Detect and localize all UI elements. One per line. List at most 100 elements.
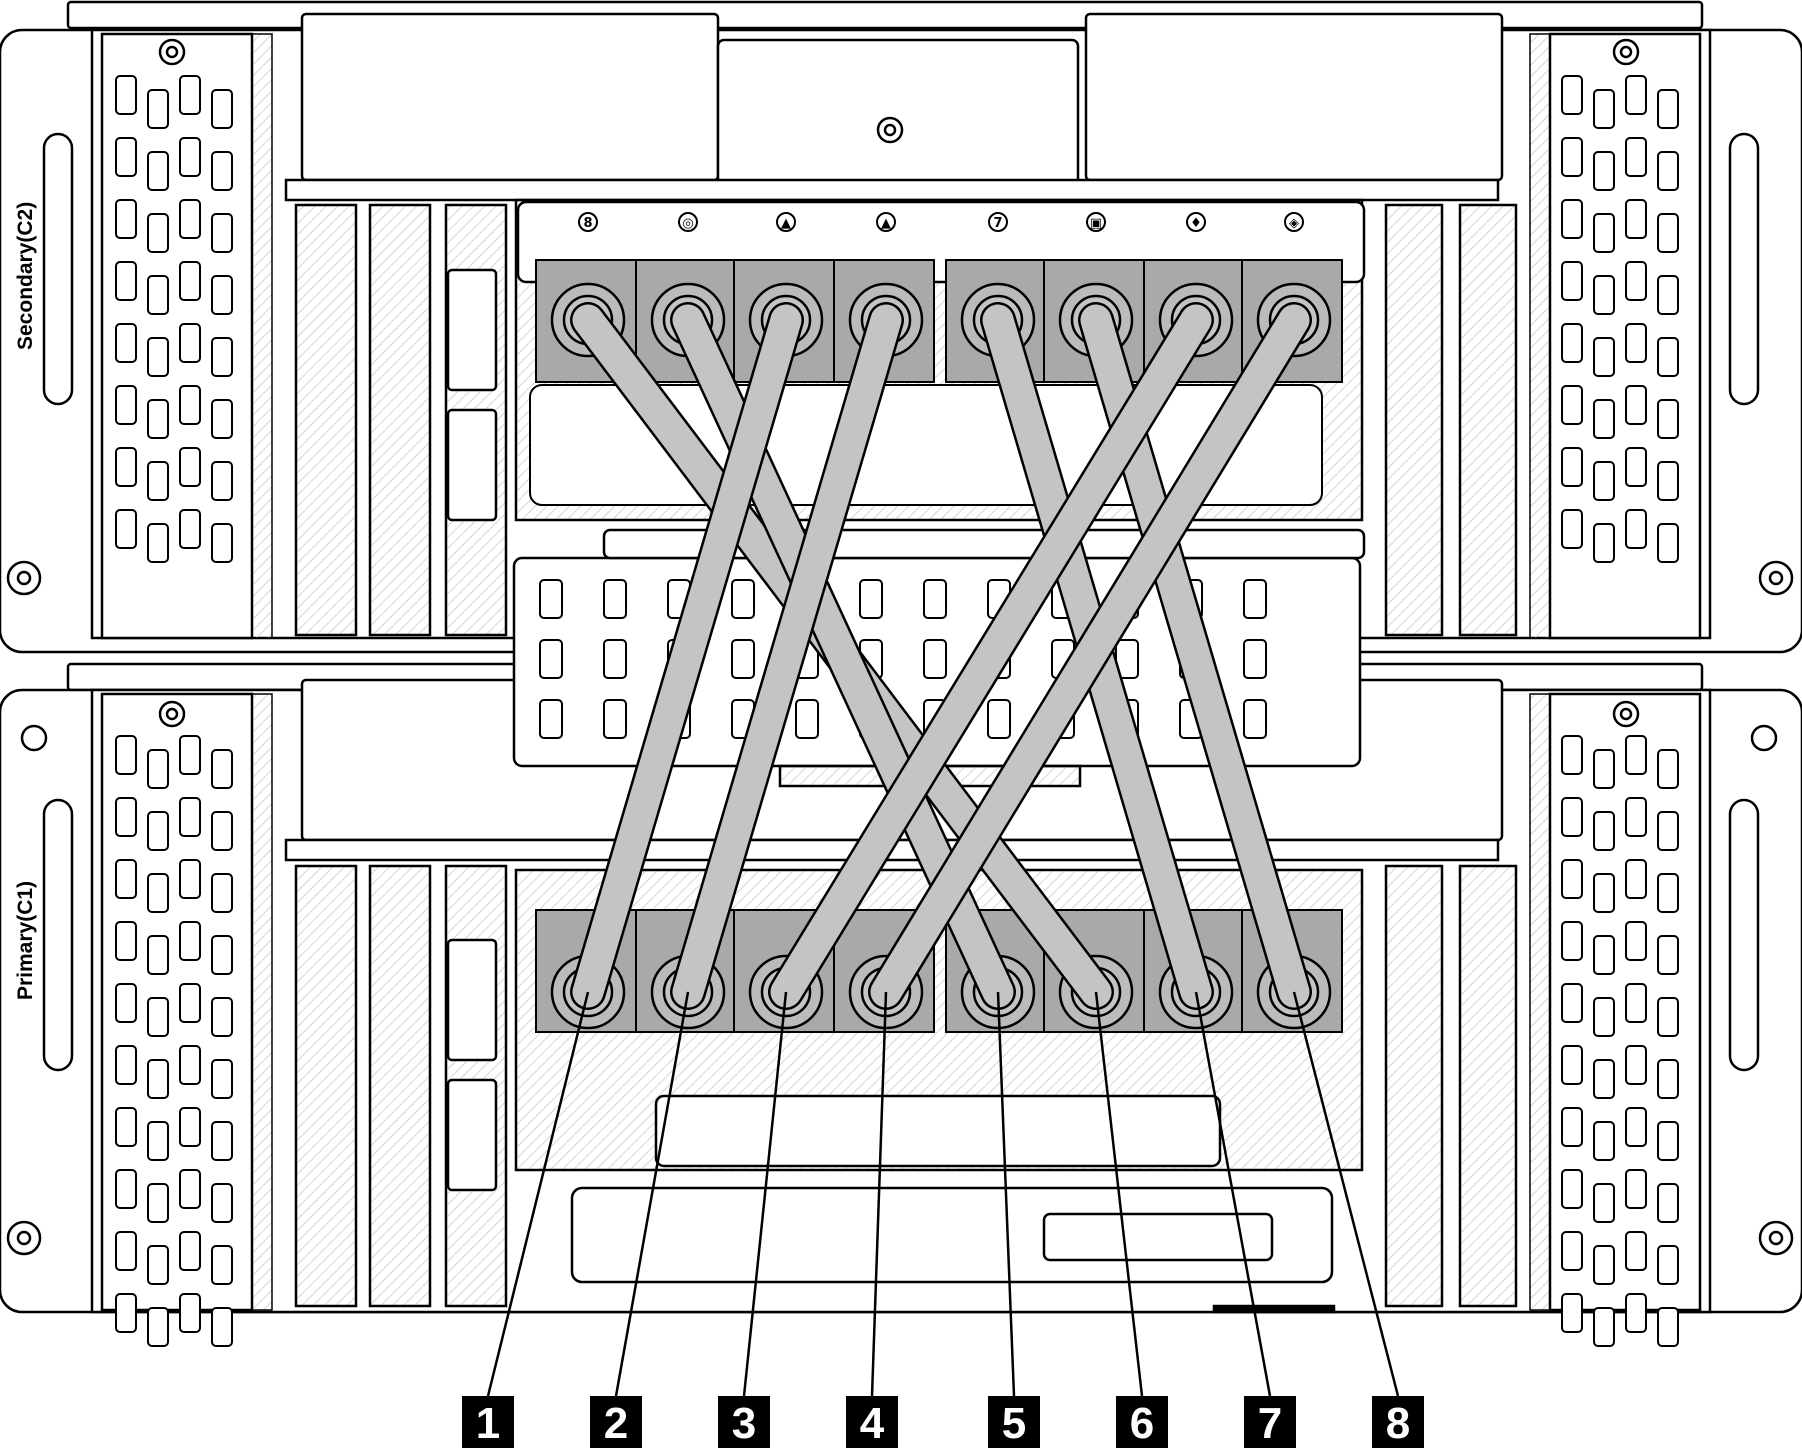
vent-slot (1657, 337, 1679, 377)
callout-number: 5 (1002, 1399, 1026, 1448)
vent-slot (147, 337, 169, 377)
vent-slot (1625, 1045, 1647, 1085)
port-symbol-badge (1186, 212, 1206, 232)
callout-6: 6 (1116, 1396, 1168, 1448)
callout-number: 6 (1130, 1399, 1154, 1448)
vent-slot (795, 699, 819, 739)
callout-number: 3 (732, 1399, 756, 1448)
vent-slot (539, 579, 563, 619)
vent-slot (1561, 1169, 1583, 1209)
port-symbol-badge (988, 212, 1008, 232)
vent-slot (1243, 639, 1267, 679)
vent-slot (147, 811, 169, 851)
vent-slot (1657, 275, 1679, 315)
vent-slot (1625, 1169, 1647, 1209)
vent-slot (179, 261, 201, 301)
secondary-chassis-label: Secondary(C2) (14, 202, 37, 350)
port-symbol-badge (876, 212, 896, 232)
vent-slot (147, 399, 169, 439)
vent-slot (179, 1045, 201, 1085)
port-symbol-badge (1284, 212, 1304, 232)
port-symbol-badge (776, 212, 796, 232)
vent-slot (147, 935, 169, 975)
vent-slot (115, 797, 137, 837)
callout-4: 4 (846, 1396, 898, 1448)
callout-number: 8 (1386, 1399, 1410, 1448)
port-symbol-badge (1086, 212, 1106, 232)
vent-slot (179, 859, 201, 899)
vent-slot (1657, 749, 1679, 789)
vent-slot (603, 639, 627, 679)
vent-slot (1593, 1307, 1615, 1347)
vent-slot (1625, 509, 1647, 549)
vent-slot (211, 151, 233, 191)
vent-slot (1593, 1121, 1615, 1161)
vent-slot (147, 523, 169, 563)
cable-4 (670, 302, 904, 1010)
vent-slot (539, 639, 563, 679)
vent-slot (1593, 275, 1615, 315)
callout-8: 8 (1372, 1396, 1424, 1448)
vent-slot (147, 997, 169, 1037)
vent-slot (115, 385, 137, 425)
vent-slot (179, 1293, 201, 1333)
leader-line-6 (1094, 991, 1144, 1397)
vent-slot (1243, 579, 1267, 619)
vent-slot (179, 1107, 201, 1147)
vent-slot (211, 1059, 233, 1099)
vent-slot (1625, 921, 1647, 961)
vent-slot (1593, 873, 1615, 913)
vent-slot (731, 639, 755, 679)
vent-slot (1593, 213, 1615, 253)
vent-slot (211, 213, 233, 253)
vent-slot (1657, 89, 1679, 129)
vent-slot (115, 1293, 137, 1333)
leader-line-8 (1292, 991, 1400, 1397)
port-symbol-badge (578, 212, 598, 232)
vent-slot (211, 523, 233, 563)
vent-slot (147, 1307, 169, 1347)
vent-slot (211, 461, 233, 501)
vent-slot (1657, 151, 1679, 191)
vent-slot (1561, 735, 1583, 775)
vent-slot (1593, 89, 1615, 129)
port-symbol-1: 8 (583, 216, 592, 231)
vent-slot (115, 983, 137, 1023)
port-symbol-7: ♦ (1190, 216, 1202, 231)
vent-slot (1561, 859, 1583, 899)
vent-slot (1657, 1183, 1679, 1223)
vent-slot (923, 639, 947, 679)
vent-slot (211, 873, 233, 913)
vent-slot (179, 1169, 201, 1209)
vent-slot (1593, 337, 1615, 377)
vent-slot (1657, 1059, 1679, 1099)
vent-slot (1561, 509, 1583, 549)
vent-slot (1657, 461, 1679, 501)
callout-number: 7 (1258, 1399, 1282, 1448)
callout-number: 1 (476, 1399, 500, 1448)
vent-slot (211, 1307, 233, 1347)
cable-7 (768, 302, 1214, 1010)
leader-line-7 (1194, 991, 1272, 1397)
vent-slot (179, 385, 201, 425)
cable-8 (868, 302, 1312, 1010)
vent-slot (115, 1107, 137, 1147)
vent-slot (1625, 75, 1647, 115)
vent-slot (211, 997, 233, 1037)
vent-slot (179, 1231, 201, 1271)
vent-slot (1561, 1107, 1583, 1147)
vent-slot (1561, 797, 1583, 837)
vent-slot (115, 921, 137, 961)
vent-slot (147, 275, 169, 315)
vent-slot (1593, 811, 1615, 851)
vent-slot (179, 199, 201, 239)
port-symbol-badge (678, 212, 698, 232)
vent-slot (1593, 523, 1615, 563)
vent-slot (1561, 385, 1583, 425)
vent-slot (1625, 323, 1647, 363)
vent-slot (147, 461, 169, 501)
vent-slot (179, 509, 201, 549)
leader-line-4 (870, 991, 888, 1397)
vent-slot (115, 509, 137, 549)
